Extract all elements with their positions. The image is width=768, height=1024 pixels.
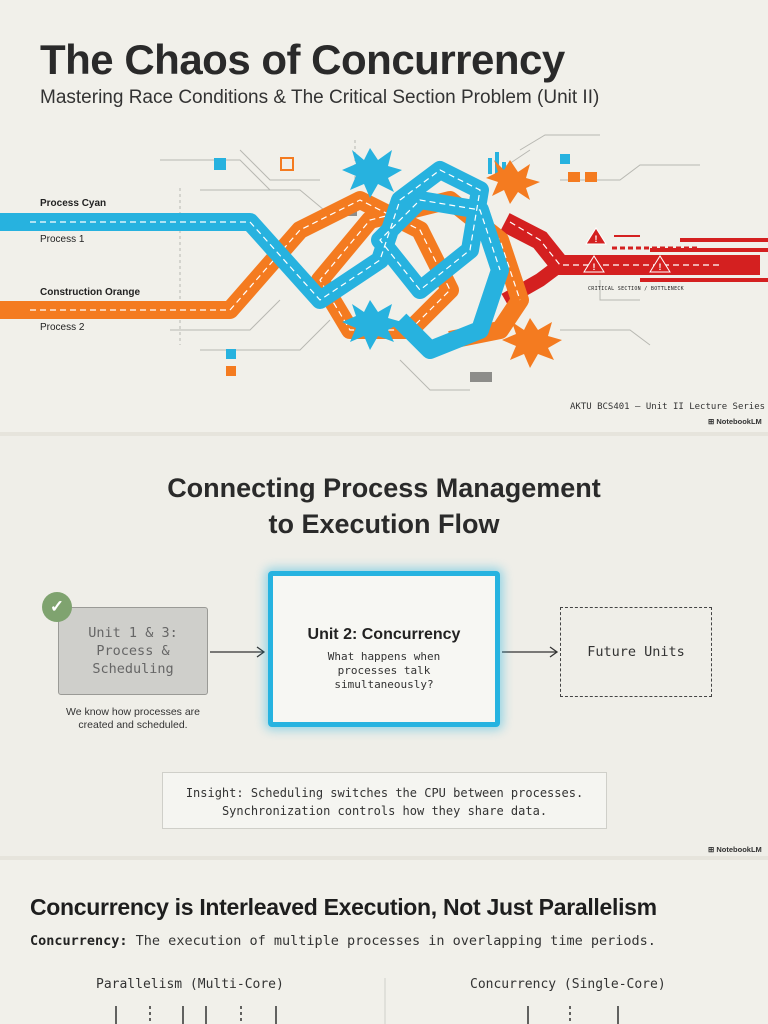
future-units-box: Future Units (560, 607, 712, 697)
svg-text:!: ! (659, 262, 662, 272)
concurrency-slide: Concurrency is Interleaved Execution, No… (0, 860, 768, 1024)
connection-slide: Connecting Process Management to Executi… (0, 436, 768, 856)
insight-box: Insight: Scheduling switches the CPU bet… (162, 772, 607, 829)
notebooklm-brand: ⊞ NotebookLM (708, 845, 762, 854)
checkmark-icon: ✓ (42, 592, 72, 622)
process1-label: Process 1 (40, 234, 85, 245)
critical-section-label: CRITICAL SECTION / BOTTLENECK (588, 286, 684, 292)
brand-icon: ⊞ (708, 417, 717, 426)
concurrency-heading: Concurrency (Single-Core) (470, 977, 666, 992)
flow-arrows (210, 646, 559, 658)
concurrency-knot-illustration: !!! (0, 134, 768, 391)
completed-units-box: Unit 1 & 3: Process & Scheduling (58, 607, 208, 695)
current-unit-heading: Unit 2: Concurrency (307, 626, 461, 643)
process2-label: Process 2 (40, 322, 85, 333)
current-unit-question: What happens when processes talk simulta… (327, 650, 441, 691)
lecture-series-label: AKTU BCS401 – Unit II Lecture Series (570, 402, 766, 412)
slide-title: Connecting Process Management to Executi… (167, 473, 601, 539)
process-cyan-label: Process Cyan (40, 198, 107, 209)
slide-separator (0, 856, 768, 860)
parallelism-heading: Parallelism (Multi-Core) (96, 977, 284, 992)
title-slide: The Chaos of Concurrency Mastering Race … (0, 0, 768, 432)
timeline-lines (115, 978, 619, 1024)
notebooklm-brand: ⊞ NotebookLM (708, 417, 762, 426)
completed-units-caption: We know how processes are created and sc… (65, 706, 201, 731)
svg-text:!: ! (595, 234, 598, 244)
process-orange-label: Construction Orange (40, 287, 141, 298)
slide-title: Concurrency is Interleaved Execution, No… (30, 894, 657, 920)
svg-text:!: ! (593, 262, 596, 272)
slide-subtitle: Mastering Race Conditions & The Critical… (40, 87, 600, 108)
slide-separator (0, 432, 768, 436)
concurrency-definition: Concurrency: The execution of multiple p… (30, 933, 656, 949)
current-unit-box: Unit 2: Concurrency What happens when pr… (268, 571, 500, 727)
brand-icon: ⊞ (708, 845, 717, 854)
slide-title: The Chaos of Concurrency (40, 36, 565, 83)
